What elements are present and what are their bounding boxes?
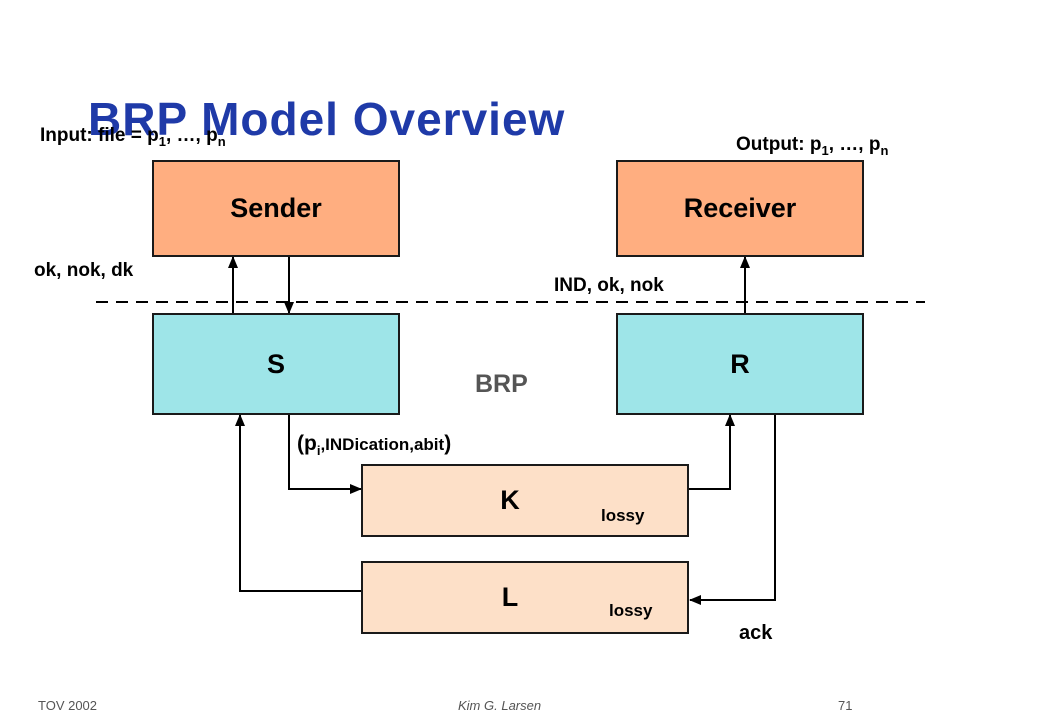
l-lossy-label: lossy [609, 601, 653, 620]
frame-label-open: (p [297, 432, 317, 455]
input-label-sub1: 1 [158, 133, 166, 149]
k-lossy-label: lossy [601, 506, 645, 525]
r-box: R [616, 313, 864, 415]
output-label-mid: , …, p [828, 134, 881, 155]
output-label: Output: p1, …, pn [736, 134, 888, 158]
brp-label: BRP [475, 370, 528, 398]
frame-label-rest: ,INDication,abit [320, 435, 445, 454]
k-to-r-arrow [689, 414, 735, 490]
footer-left: TOV 2002 [38, 698, 98, 713]
receiver-box: Receiver [616, 160, 864, 257]
output-label-sub1: 1 [821, 142, 829, 158]
output-label-prefix: Output: p [736, 134, 822, 155]
receiver-signals-label: IND, ok, nok [554, 275, 664, 296]
l-to-s-arrow [235, 414, 361, 592]
input-label-prefix: Input: file = p [40, 125, 159, 146]
frame-label: (pi,INDication,abit) [297, 432, 451, 458]
s-box: S [152, 313, 400, 415]
k-channel-box: K lossy [361, 464, 689, 537]
l-channel-box: L lossy [361, 561, 689, 634]
input-label-subn: n [217, 133, 226, 149]
input-label-mid: , …, p [165, 125, 218, 146]
input-label: Input: file = p1, …, pn [40, 125, 226, 149]
output-label-subn: n [880, 142, 889, 158]
frame-label-close: ) [444, 432, 452, 455]
footer-right: 71 [838, 698, 853, 713]
slide-title: BRP Model Overview [88, 93, 566, 145]
ack-label: ack [739, 622, 773, 644]
l-channel-name: L [501, 582, 519, 612]
sender-box: Sender [152, 160, 400, 257]
sender-signals-label: ok, nok, dk [34, 260, 134, 281]
footer-center: Kim G. Larsen [458, 698, 542, 713]
k-channel-name: K [500, 485, 520, 515]
r-to-l-arrow [689, 415, 776, 605]
frame-label-sub: i [316, 443, 321, 459]
s-to-k-arrow [288, 415, 362, 494]
